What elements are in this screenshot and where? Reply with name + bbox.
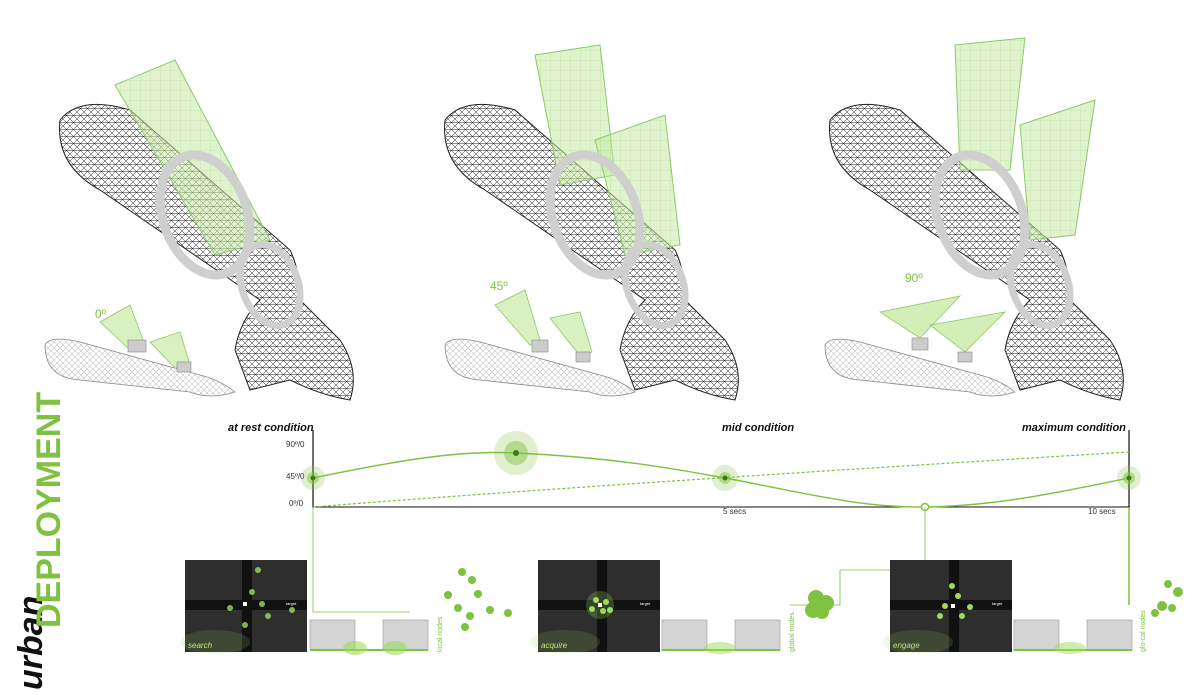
panel-acquire [530, 560, 660, 654]
section-3 [1013, 619, 1133, 654]
condition-label-rest: at rest condition [228, 422, 314, 434]
angle-label-90: 90º [905, 271, 923, 285]
target-label-3: target [992, 601, 1003, 606]
arm-stage-3 [824, 37, 1124, 401]
global-nodes-cluster [805, 590, 834, 619]
y-tick-45: 45º/0 [286, 472, 305, 481]
glocal-nodes-cluster [1151, 580, 1183, 617]
arm-illustrations: 0º 45º 90º [44, 37, 1124, 401]
side-label-local: local nodes [437, 616, 444, 652]
condition-label-max: maximum condition [1022, 422, 1126, 434]
section-1 [309, 619, 429, 655]
panel-label-engage: engage [893, 641, 920, 650]
node-peak [494, 431, 538, 475]
section-2 [661, 619, 781, 654]
side-label-global: global nodes [789, 612, 796, 652]
node-rest [301, 466, 325, 490]
panel-engage [883, 560, 1012, 654]
arm-stage-1 [44, 59, 354, 401]
angle-label-0: 0º [95, 307, 107, 321]
y-tick-90: 90º/0 [286, 440, 305, 449]
node-max [1117, 466, 1141, 490]
y-tick-0: 0º/0 [289, 499, 304, 508]
side-label-glocal: glo-cal nodes [1140, 610, 1147, 652]
panel-search [180, 560, 307, 654]
panel-label-search: search [188, 641, 213, 650]
target-label-1: target [286, 601, 297, 606]
target-label-2: target [640, 601, 651, 606]
node-mid [712, 465, 738, 491]
condition-label-mid: mid condition [722, 422, 795, 434]
arm-stage-2 [444, 44, 739, 401]
local-nodes-cluster [444, 568, 512, 631]
deployment-timeline [180, 430, 1183, 655]
x-tick-10: 10 secs [1088, 507, 1116, 516]
dashed-curve [312, 451, 1130, 508]
panel-label-acquire: acquire [541, 641, 568, 650]
angle-label-45: 45º [490, 279, 508, 293]
x-tick-5: 5 secs [723, 507, 747, 516]
